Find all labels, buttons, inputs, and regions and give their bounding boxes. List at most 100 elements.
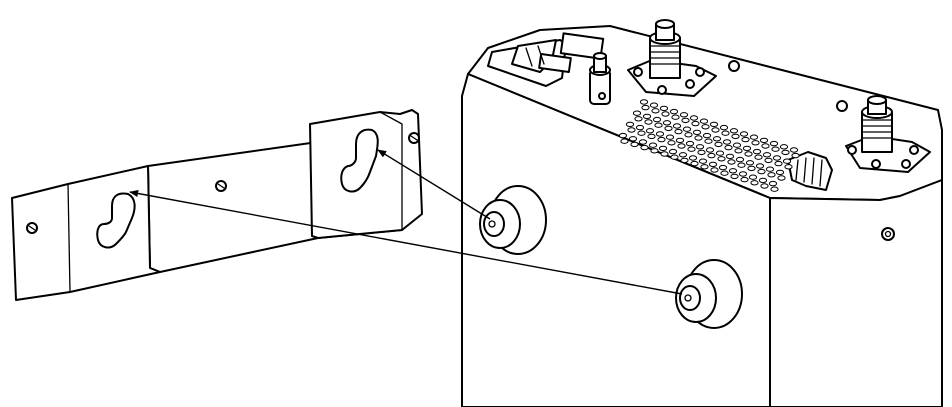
vent-hole (679, 112, 689, 118)
vent-hole (732, 142, 742, 148)
screw-icon (26, 222, 38, 234)
housing-side-face (769, 179, 943, 407)
vent-hole (720, 170, 729, 176)
vent-hole (782, 158, 792, 164)
vent-hole (781, 149, 790, 156)
vent-hole (734, 148, 743, 154)
vent-hole (779, 144, 789, 150)
vent-hole (682, 126, 692, 132)
vent-hole (711, 127, 720, 133)
vent-hole (654, 122, 663, 128)
vent-hole (675, 137, 685, 144)
vent-hole (789, 147, 799, 153)
vent-hole (765, 166, 775, 172)
vent-hole (644, 119, 653, 125)
screw-icon (408, 132, 420, 144)
vent-hole (775, 169, 785, 176)
vent-hole (660, 151, 669, 157)
vent-hole (769, 140, 779, 147)
vent-hole (772, 155, 782, 161)
vent-hole (661, 111, 670, 117)
vent-hole (715, 150, 725, 156)
vent-hole (689, 115, 699, 121)
vent-hole (760, 183, 769, 189)
vent-hole (695, 144, 705, 150)
vent-hole (657, 136, 666, 143)
vent-hole (739, 131, 749, 137)
vent-hole (698, 158, 708, 164)
vent-hole (724, 144, 733, 151)
vent-hole (748, 174, 758, 180)
arrows (129, 149, 683, 295)
vent-hole (742, 145, 752, 152)
vent-hole (641, 104, 650, 111)
vent-hole (655, 131, 665, 137)
vent-hole (650, 148, 659, 154)
vent-hole (774, 160, 783, 167)
n-type-connector-icon (836, 95, 931, 173)
vent-hole (771, 146, 780, 152)
vent-hole (729, 128, 739, 134)
vent-hole (768, 180, 778, 187)
vent-holes-icon (618, 99, 800, 192)
vent-hole (687, 146, 696, 152)
vent-hole (642, 113, 652, 120)
vent-hole (691, 120, 700, 127)
vent-hole (731, 133, 740, 140)
vent-hole (664, 125, 673, 132)
vent-hole (638, 139, 648, 145)
vent-hole (639, 99, 649, 105)
vent-hole (719, 124, 729, 131)
screw-icon (215, 180, 227, 192)
vent-hole (749, 134, 759, 140)
vent-hole (677, 143, 686, 149)
vent-hole (717, 156, 726, 162)
vent-hole (628, 136, 638, 142)
device-housing (461, 19, 943, 407)
vent-hole (692, 129, 702, 136)
vent-hole (648, 142, 658, 148)
vent-hole (690, 160, 699, 167)
vent-hole (741, 136, 750, 143)
vent-hole (652, 116, 662, 123)
vent-hole (680, 157, 689, 164)
vent-hole (618, 132, 628, 139)
power-inlet-icon (487, 32, 605, 87)
vent-hole (750, 180, 759, 186)
vent-hole (762, 152, 772, 158)
vent-hole (635, 124, 645, 131)
vent-hole (637, 130, 646, 136)
vent-hole (728, 168, 738, 174)
vent-hole (751, 140, 760, 146)
vent-hole (684, 132, 693, 138)
vent-hole (662, 120, 672, 126)
vent-hole (740, 176, 749, 183)
vent-hole (699, 118, 709, 124)
vent-hole (722, 139, 732, 145)
vent-hole (737, 162, 746, 168)
latch-icon (787, 151, 833, 191)
vent-hole (755, 163, 765, 169)
vent-hole (634, 116, 643, 122)
vent-hole (721, 130, 730, 136)
vent-hole (764, 157, 773, 164)
vent-hole (665, 134, 675, 140)
vent-hole (701, 124, 710, 130)
vent-hole (632, 110, 642, 116)
vent-hole (647, 133, 656, 140)
vent-hole (738, 171, 748, 177)
vent-hole (668, 148, 678, 155)
vent-hole (714, 141, 723, 148)
vent-hole (671, 114, 680, 120)
vent-hole (757, 168, 766, 175)
vent-hole (640, 144, 649, 151)
vent-hole (670, 154, 679, 160)
vent-hole (620, 138, 629, 144)
vent-hole (705, 147, 715, 153)
vent-hole (707, 152, 716, 159)
vent-hole (704, 138, 713, 144)
vent-hole (649, 102, 659, 108)
vent-hole (744, 151, 753, 157)
vent-hole (745, 160, 755, 166)
vent-hole (658, 145, 668, 152)
